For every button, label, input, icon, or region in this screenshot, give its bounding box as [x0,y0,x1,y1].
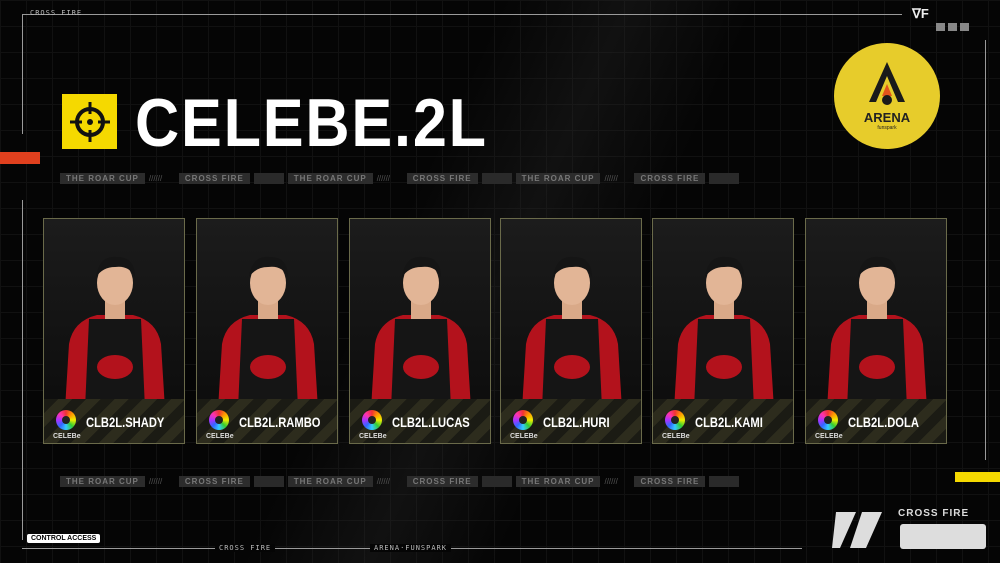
top-label: CROSS FIRE [30,9,83,17]
org-label: CELEBe [815,433,843,440]
celebe-logo-icon [209,410,229,430]
player-photo [674,256,774,409]
banner-segment: THE ROAR CUP [287,476,373,487]
banner-bottom: THE ROAR CUP////// CROSS FIRE THE ROAR C… [60,476,740,487]
player-name: CLB2L.LUCAS [392,414,470,430]
player-name: CLB2L.HURI [543,414,610,430]
banner-top: THE ROAR CUP////// CROSS FIRE THE ROAR C… [60,173,740,184]
player-card: CELEBe CLB2L.KAMI [652,218,794,444]
player-name: CLB2L.KAMI [695,414,763,430]
celebe-logo-icon [362,410,382,430]
banner-segment: CROSS FIRE [406,173,478,184]
org-label: CELEBe [662,433,690,440]
frame-left-top [22,14,23,134]
frame-left [22,200,23,540]
celebe-logo-icon [513,410,533,430]
window-blocks [936,23,969,31]
footer-left-label: CROSS FIRE [215,544,276,552]
banner-segment: CROSS FIRE [634,476,706,487]
player-photo [65,256,165,409]
banner-segment: THE ROAR CUP [287,173,373,184]
player-card: CELEBe CLB2L.SHADY [43,218,185,444]
banner-segment: CROSS FIRE [178,173,250,184]
org-label: CELEBe [206,433,234,440]
arena-logo: ARENA funspark [834,43,940,149]
celebe-logo-icon [56,410,76,430]
frame-top [22,14,902,15]
player-photo [522,256,622,409]
red-accent [0,152,40,164]
crosshair-icon [62,94,117,149]
frame-right [985,40,986,460]
footer-center-label: ARENA·FUNSPARK [370,544,452,552]
player-card: CELEBe CLB2L.HURI [500,218,642,444]
player-card: CELEBe CLB2L.LUCAS [349,218,491,444]
brand-plate [900,524,986,549]
arena-logo-text: ARENA [863,109,911,125]
celebe-logo-icon [665,410,685,430]
control-access-label: CONTROL ACCESS [27,534,101,543]
player-photo [218,256,318,409]
org-label: CELEBe [53,433,81,440]
player-name: CLB2L.RAMBO [239,414,321,430]
player-name: CLB2L.DOLA [848,414,919,430]
player-photo [371,256,471,409]
celebe-logo-icon [818,410,838,430]
banner-segment: THE ROAR CUP [515,476,601,487]
banner-segment: CROSS FIRE [406,476,478,487]
player-name: CLB2L.SHADY [86,414,165,430]
banner-segment: THE ROAR CUP [60,476,145,487]
team-name: CELEBE.2L [135,85,488,161]
banner-segment: THE ROAR CUP [515,173,601,184]
player-card: CELEBe CLB2L.DOLA [805,218,947,444]
crossfire-mark-icon: ᐁF [912,6,929,21]
yellow-accent [955,472,1000,482]
arena-logo-sub: funspark [877,124,897,131]
org-label: CELEBe [510,433,538,440]
player-card: CELEBe CLB2L.RAMBO [196,218,338,444]
arena-a-icon [869,61,905,105]
banner-segment: CROSS FIRE [634,173,706,184]
crossfire-logo-icon [832,512,882,548]
banner-segment: CROSS FIRE [178,476,250,487]
org-label: CELEBe [359,433,387,440]
footer-brand: CROSS FIRE [898,508,970,519]
player-photo [827,256,927,409]
banner-segment: THE ROAR CUP [60,173,145,184]
